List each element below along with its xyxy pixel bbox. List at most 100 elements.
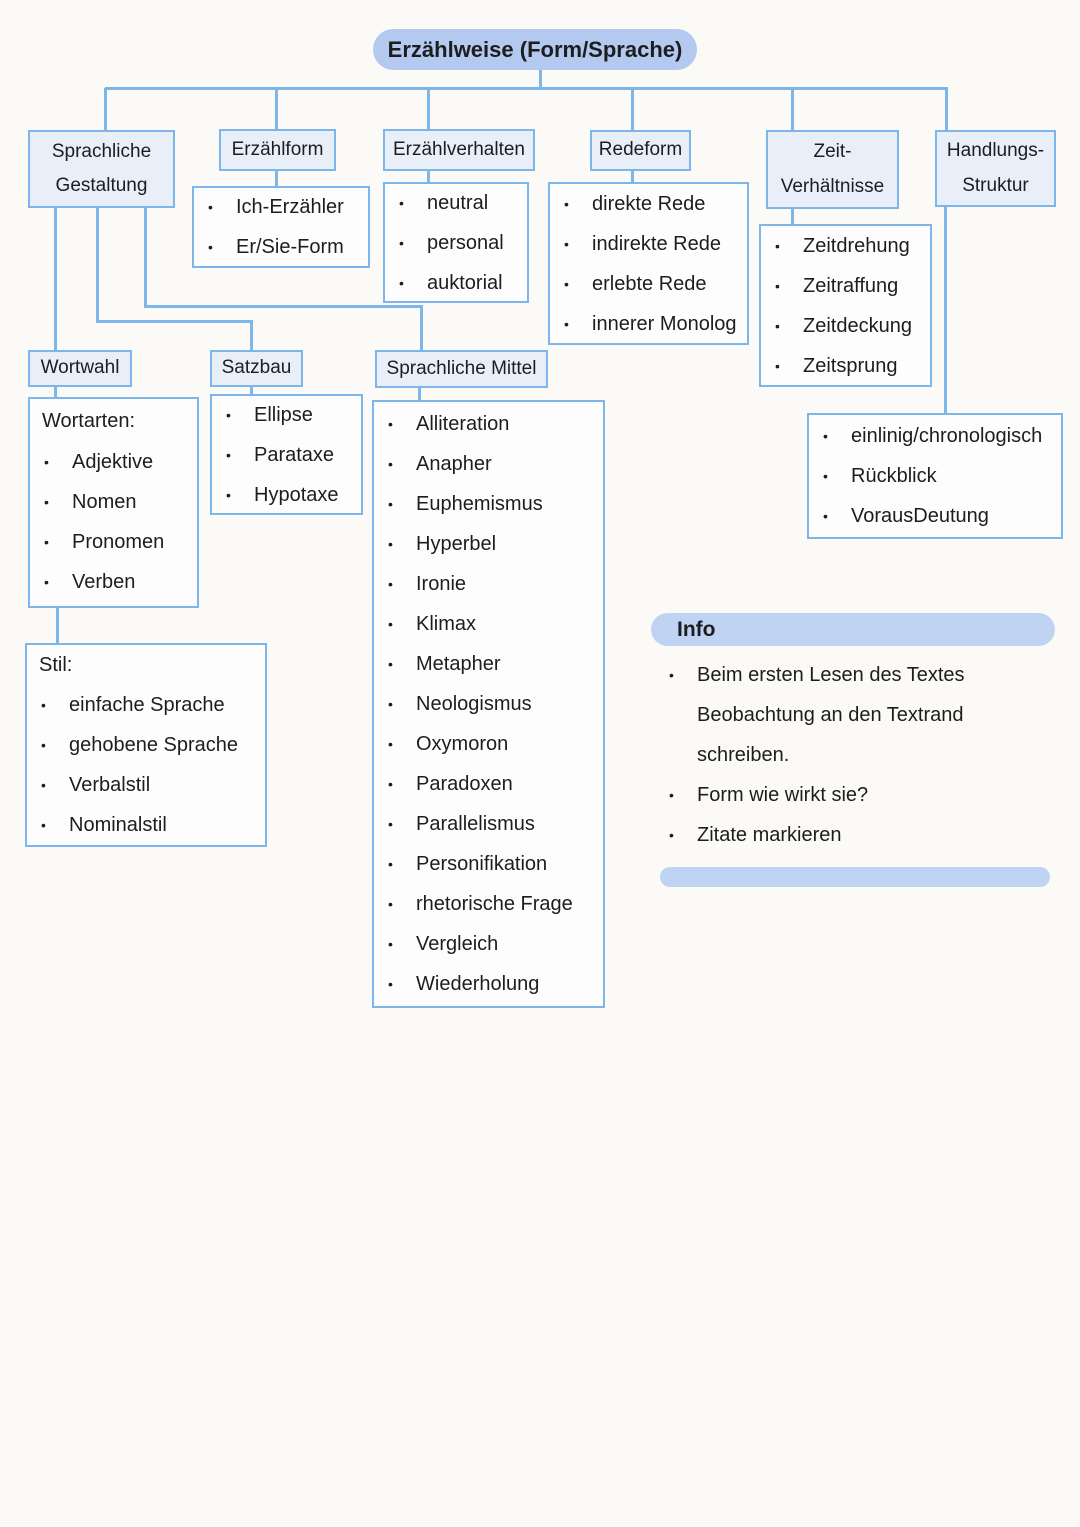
- list-item-text: neutral: [427, 191, 489, 214]
- bullet-icon: •: [44, 494, 49, 510]
- list-item-text: Euphemismus: [416, 493, 543, 515]
- list-item: •Wiederholung: [374, 964, 603, 1004]
- bullet-icon: •: [399, 274, 404, 291]
- list-item-text: Vergleich: [416, 933, 499, 955]
- list-item: •Anapher: [374, 444, 603, 484]
- bullet-icon: •: [41, 737, 46, 753]
- node-stil-box: Stil: •einfache Sprache•gehobene Sprache…: [25, 643, 267, 847]
- bullet-icon: •: [388, 496, 393, 512]
- connector-line: [631, 88, 634, 131]
- list-item-text: Hyperbel: [416, 533, 497, 555]
- list-item: •Parallelismus: [374, 804, 603, 844]
- list-item: •Verbalstil: [27, 765, 265, 805]
- list-header: Stil:: [39, 654, 73, 676]
- bullet-icon: •: [208, 199, 213, 215]
- list-item: •personal: [385, 223, 527, 263]
- bullet-icon: •: [669, 787, 674, 803]
- bullet-icon: •: [399, 194, 404, 211]
- list-item-text: Ironie: [416, 573, 467, 595]
- bullet-icon: •: [564, 195, 569, 212]
- connector-line: [96, 320, 253, 323]
- node-satzbau: Satzbau: [210, 350, 303, 387]
- list-item-text: Rückblick: [851, 465, 937, 487]
- list-item-text: auktorial: [427, 271, 503, 294]
- connector-line: [791, 88, 794, 131]
- list-item: •indirekte Rede: [550, 224, 747, 264]
- list-item: •Oxymoron: [374, 724, 603, 764]
- list-item: •Parataxe: [212, 435, 361, 475]
- list-item: • Vergleich: [374, 924, 603, 964]
- list-item: •erlebte Rede: [550, 264, 747, 304]
- bullet-icon: •: [823, 428, 828, 444]
- bullet-icon: •: [388, 416, 393, 432]
- node-label-line: Sprachliche: [51, 140, 152, 162]
- list-item: • neutral: [385, 183, 527, 223]
- list-item-text: Beim ersten Lesen des Textes Beobachtung…: [697, 664, 965, 766]
- node-sprachliche-mittel: Sprachliche Mittel: [375, 350, 548, 388]
- list-item: •Er/Sie-Form: [194, 227, 368, 267]
- bullet-icon: •: [775, 317, 780, 334]
- connector-line: [54, 387, 57, 398]
- connector-line: [104, 88, 107, 131]
- list-item: • auktorial: [385, 263, 527, 303]
- list-item-text: erlebte Rede: [592, 272, 707, 295]
- list-item: •einlinig/chronologisch: [809, 416, 1061, 456]
- bullet-icon: •: [388, 536, 393, 552]
- list-item: •Paradoxen: [374, 764, 603, 804]
- node-sprachliche-mittel-items: •Alliteration•Anapher • Euphemismus • Hyperb…: [372, 400, 605, 1008]
- node-label: Redeform: [598, 139, 683, 161]
- list-item-text: Zitate markieren: [697, 824, 842, 846]
- bullet-icon: •: [775, 277, 780, 294]
- list-item: •Hypotaxe: [212, 475, 361, 515]
- list-item-text: Parataxe: [254, 443, 335, 466]
- connector-line: [631, 171, 634, 183]
- list-item: •direkte Rede: [550, 184, 747, 224]
- bullet-icon: •: [823, 468, 828, 484]
- connector-line: [275, 88, 278, 130]
- node-zeit-verhaeltnisse: Zeit- Verhältnisse: [766, 130, 899, 209]
- list-item: •Nominalstil: [27, 805, 265, 845]
- connector-line: [96, 208, 99, 322]
- connector-line: [945, 88, 948, 131]
- list-item: •Ironie: [374, 564, 603, 604]
- list-item-text: Zeitsprung: [803, 354, 898, 377]
- bullet-icon: •: [669, 827, 674, 843]
- list-item-text: Personifikation: [416, 853, 548, 875]
- bullet-icon: •: [388, 936, 393, 952]
- node-erzaehlform: Erzählform: [219, 129, 336, 171]
- connector-line: [539, 69, 542, 88]
- bullet-icon: •: [669, 667, 674, 683]
- node-stil-items: •einfache Sprache•gehobene Sprache•Verba…: [27, 685, 265, 845]
- bullet-icon: •: [388, 776, 393, 792]
- list-item-text: Hypotaxe: [254, 483, 339, 506]
- list-item: •Alliteration: [374, 404, 603, 444]
- connector-line: [944, 207, 947, 414]
- list-item: • gehobene Sprache: [27, 725, 265, 765]
- node-wortarten-box: Wortarten: •Adjektive•Nomen•Pronomen•Ver…: [28, 397, 199, 608]
- list-item: •rhetorische Frage: [374, 884, 603, 924]
- node-label-line: Gestaltung: [55, 175, 148, 196]
- node-sprachliche-gestaltung: Sprachliche Gestaltung: [28, 130, 175, 208]
- list-item: •Form wie wirkt sie?: [655, 775, 1055, 815]
- node-redeform: Redeform: [590, 130, 691, 171]
- list-item: •Adjektive: [30, 442, 197, 482]
- node-erzaehlverhalten: Erzählverhalten: [383, 129, 535, 171]
- list-item-text: rhetorische Frage: [416, 893, 573, 915]
- list-item-text: Zeitdeckung: [803, 314, 912, 337]
- list-item-text: Nomen: [72, 491, 137, 513]
- connector-line: [427, 170, 430, 183]
- root-node-title-pill: Erzählweise (Form/Sprache): [373, 29, 697, 70]
- list-item: • Zeitdeckung: [761, 306, 930, 346]
- connector-line: [105, 87, 948, 90]
- node-wortarten-items: •Adjektive•Nomen•Pronomen•Verben: [30, 442, 197, 602]
- list-item-text: Oxymoron: [416, 733, 509, 755]
- list-item: •innerer Monolog: [550, 304, 747, 344]
- bullet-icon: •: [44, 534, 49, 550]
- list-item-text: gehobene Sprache: [69, 734, 239, 756]
- connector-line: [54, 208, 57, 351]
- list-item: • Hyperbel: [374, 524, 603, 564]
- bullet-icon: •: [41, 697, 46, 713]
- bullet-icon: •: [388, 696, 393, 712]
- bullet-icon: •: [823, 508, 828, 524]
- connector-line: [250, 320, 253, 351]
